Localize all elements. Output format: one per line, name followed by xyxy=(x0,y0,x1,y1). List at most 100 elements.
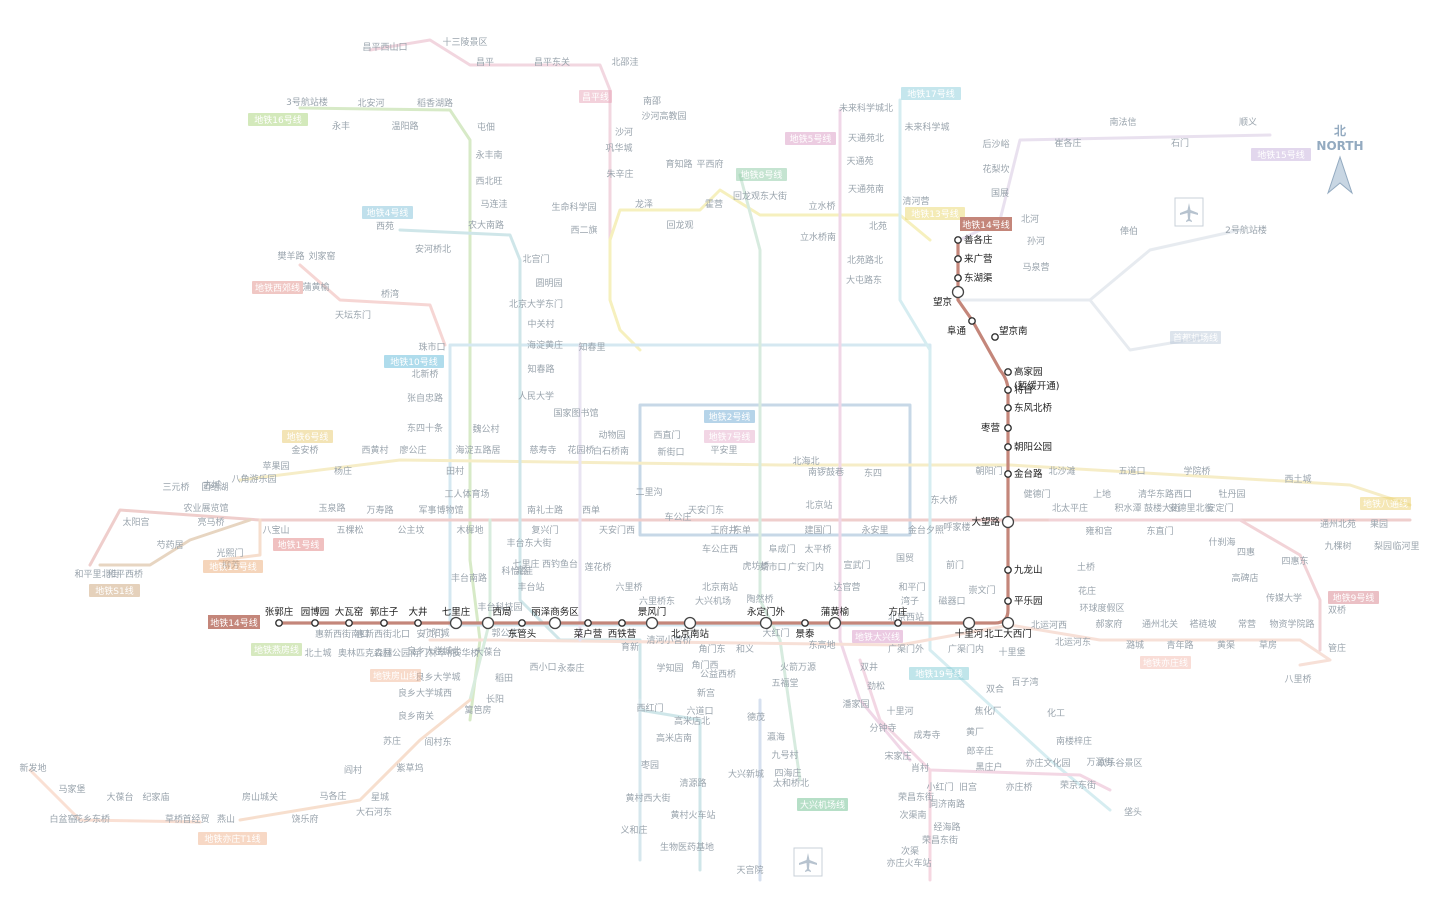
line14-station[interactable]: 丽泽商务区 xyxy=(531,606,579,630)
line-tag[interactable]: 地铁房山线 xyxy=(370,669,421,682)
faint-station-label: 六里桥东 xyxy=(639,595,675,607)
faint-station-label: 万源街 xyxy=(1086,756,1113,768)
line14-station[interactable]: 景风门 xyxy=(638,606,667,630)
faint-station-label: 物资学院路 xyxy=(1269,618,1314,630)
line-tag[interactable]: 地铁八通线 xyxy=(1360,497,1411,510)
line14-station[interactable]: 大望路 xyxy=(971,515,1015,529)
line14-station[interactable]: (暂缓开通) xyxy=(1014,380,1059,392)
faint-station-label: 天通苑北 xyxy=(848,132,884,144)
line14-station[interactable]: 菜户营 xyxy=(574,619,603,640)
line14-station[interactable]: 郭庄子 xyxy=(370,606,399,627)
line14-station[interactable]: 北工大西门 xyxy=(984,616,1032,641)
line14-tag-west[interactable]: 地铁14号线 xyxy=(208,615,260,629)
line-tag[interactable]: 地铁4号线 xyxy=(362,206,413,219)
line-tag[interactable]: 地铁6号线 xyxy=(282,430,333,443)
line-tag[interactable]: 地铁16号线 xyxy=(248,113,308,126)
line-tag[interactable]: 昌平线 xyxy=(579,90,612,103)
line-tag[interactable]: 地铁亦庄线 xyxy=(1140,656,1191,669)
faint-station-label: 花园桥 xyxy=(567,444,594,456)
line-tag-label: 地铁15号线 xyxy=(1257,149,1304,161)
line14-station[interactable]: 西铁营 xyxy=(608,619,637,640)
line14-station[interactable]: 九龙山 xyxy=(1004,564,1043,576)
line14-station[interactable]: 七里庄 xyxy=(442,606,471,630)
line14-station[interactable]: 朝阳公园 xyxy=(1004,442,1052,453)
line14-station[interactable]: 望京 xyxy=(933,285,965,309)
line-tag[interactable]: 地铁9号线 xyxy=(1328,591,1379,604)
line-tag[interactable]: 大兴机场线 xyxy=(797,798,848,811)
faint-station-label: 育新 xyxy=(621,641,639,653)
faint-station-label: 和平里北街 xyxy=(74,568,119,580)
line14-station[interactable]: 十里河 xyxy=(955,616,984,641)
line14-station[interactable]: 善各庄 xyxy=(954,234,993,246)
faint-station-label: 花庄 xyxy=(1078,585,1096,597)
faint-station-label: 朝阳门 xyxy=(975,465,1002,477)
faint-station-label: 北新桥 xyxy=(411,368,438,380)
line-tag[interactable]: 地铁13号线 xyxy=(905,207,965,220)
faint-station-label: 金台夕照 xyxy=(908,524,944,536)
line14-station[interactable]: 来广营 xyxy=(954,253,993,265)
line14-station[interactable]: 北京南站 xyxy=(671,616,710,641)
faint-station-label: 永泰庄 xyxy=(557,662,584,674)
line-tag[interactable]: 地铁8号线 xyxy=(736,168,787,181)
faint-station-label: 中关村 xyxy=(527,318,554,330)
faint-station-label: 良乡大学城西 xyxy=(398,687,452,699)
line-tag[interactable]: 地铁大兴线 xyxy=(852,630,903,643)
faint-station-label: 篱笆房 xyxy=(464,704,491,716)
line14-station[interactable]: 方庄 xyxy=(888,606,908,627)
line14-station[interactable]: 阜通 xyxy=(947,317,976,337)
faint-station-label: 东大桥 xyxy=(930,494,957,506)
line14-station[interactable]: 东管头 xyxy=(508,619,537,640)
line14-station[interactable]: 望京南 xyxy=(991,325,1028,341)
faint-station-label: 东四 xyxy=(864,467,882,479)
faint-station-label: 太和桥北 xyxy=(773,777,809,789)
line14-station[interactable]: 永定门外 xyxy=(747,606,786,630)
faint-station-label: 西黄村 xyxy=(361,444,388,456)
line14-station[interactable]: 张郭庄 xyxy=(265,606,294,627)
line14-station[interactable]: 高家园 xyxy=(1004,366,1043,378)
line14-station[interactable]: 蒲黄榆 xyxy=(821,606,850,630)
line14-station[interactable]: 东风北桥 xyxy=(1004,402,1053,414)
line-tag[interactable]: 地铁西郊线 xyxy=(252,281,303,294)
line14-station[interactable]: 平乐园 xyxy=(1004,595,1043,607)
line-tag[interactable]: 地铁19号线 xyxy=(909,667,969,680)
faint-station-label: 刘家窑 xyxy=(308,250,335,262)
line14-station[interactable]: 枣营 xyxy=(981,422,1012,434)
faint-station-label: 团结湖 xyxy=(201,481,228,493)
line14-station[interactable]: 金台路 xyxy=(1004,468,1043,480)
faint-station-label: 惠新西街南口 xyxy=(315,628,369,640)
line14-station[interactable]: 东湖渠 xyxy=(954,272,993,284)
faint-station-label: 车公庄西 xyxy=(702,543,738,555)
line-tag[interactable]: 地铁17号线 xyxy=(901,87,961,100)
line-tag[interactable]: 地铁S1线 xyxy=(89,584,140,597)
line-tag[interactable]: 地铁15号线 xyxy=(1251,148,1311,161)
line14-tag-east[interactable]: 地铁14号线 xyxy=(960,217,1012,231)
line14-station[interactable]: 园博园 xyxy=(301,606,330,627)
line14-station[interactable]: 大井 xyxy=(408,606,428,627)
line-tag[interactable]: 地铁1号线 xyxy=(273,538,324,551)
line-tag[interactable]: 地铁10号线 xyxy=(384,355,444,368)
faint-station-label: 万寿路 xyxy=(366,504,393,516)
line-tag[interactable]: 地铁燕房线 xyxy=(251,643,302,656)
faint-station-label: 永安里 xyxy=(861,524,888,536)
line-tag-label: 地铁11号线 xyxy=(209,561,256,573)
faint-station-label: 俸伯 xyxy=(1120,225,1138,237)
line14-station[interactable]: 景泰 xyxy=(795,619,815,640)
line-tag[interactable]: 地铁亦庄T1线 xyxy=(198,832,267,845)
line-tag[interactable]: 地铁11号线 xyxy=(203,560,263,573)
line-tag[interactable]: 地铁5号线 xyxy=(785,132,836,145)
faint-station-label: 梨园 xyxy=(1374,540,1392,552)
line-tag[interactable]: 地铁2号线 xyxy=(704,410,755,423)
faint-station-label: 海淀五路居 xyxy=(455,444,500,456)
line-tag[interactable]: 首都机场线 xyxy=(1170,331,1221,344)
line14-station-label: 北京南站 xyxy=(671,628,710,640)
line14-station[interactable]: 大瓦窑 xyxy=(335,606,364,627)
faint-station-label: 黑庄户 xyxy=(975,761,1002,773)
line14-station-label: 蒲黄榆 xyxy=(821,606,850,618)
faint-station-label: 苏庄 xyxy=(383,735,401,747)
faint-station-label: 安定门 xyxy=(1206,502,1233,514)
line14-station[interactable]: 将台 xyxy=(1004,384,1033,396)
line14-station[interactable]: 西局 xyxy=(481,607,512,630)
line-tag[interactable]: 地铁7号线 xyxy=(704,430,755,443)
faint-station-label: 义和庄 xyxy=(620,824,647,836)
